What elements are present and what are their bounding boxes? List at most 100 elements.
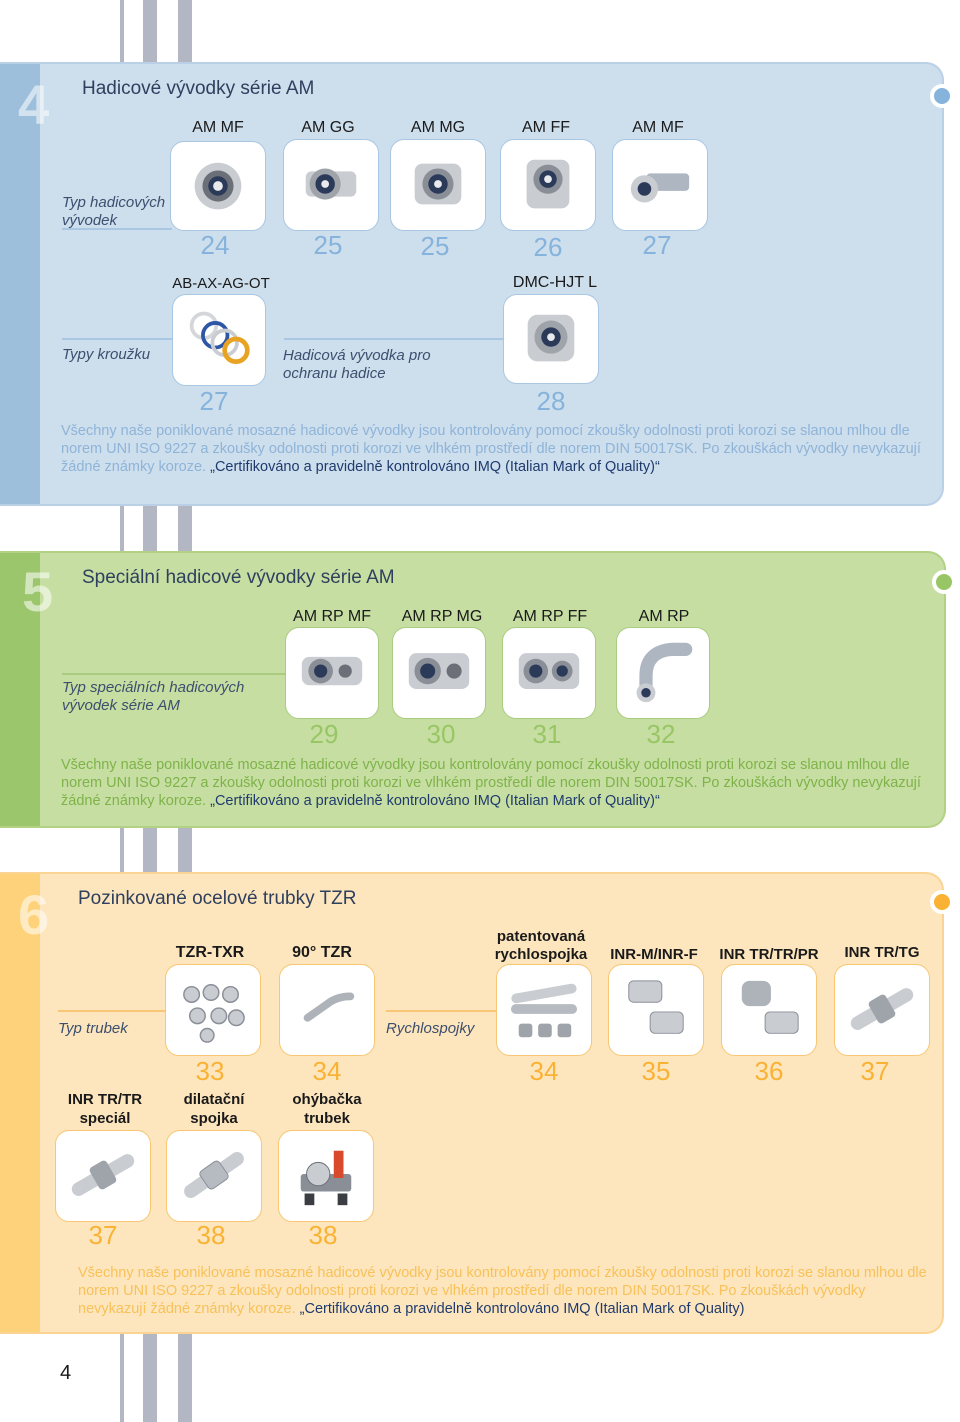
deco-stripe bbox=[178, 506, 192, 551]
product-card-am-mf-hose[interactable] bbox=[612, 139, 708, 231]
section-title: Pozinkované ocelové trubky TZR bbox=[78, 888, 357, 909]
product-card-am-mf[interactable] bbox=[170, 141, 266, 231]
product-name: AM RP FF bbox=[512, 608, 588, 625]
product-card-am-ff[interactable] bbox=[500, 139, 596, 231]
section-4: 4 Hadicové vývodky série AM Typ hadicový… bbox=[0, 62, 954, 506]
product-card-am-rp-mf[interactable] bbox=[285, 627, 379, 719]
quality-note: Všechny naše poniklované mosazné hadicov… bbox=[61, 422, 921, 476]
deco-stripe bbox=[143, 0, 157, 62]
fitting-icon bbox=[527, 314, 575, 362]
product-name: DMC-HJT L bbox=[512, 274, 598, 291]
page-ref: 30 bbox=[426, 719, 456, 749]
product-name: INR-M/INR-F bbox=[610, 946, 698, 963]
product-card-inr-m-f[interactable] bbox=[608, 964, 704, 1056]
section-6: 6 Pozinkované ocelové trubky TZR Typ tru… bbox=[0, 872, 954, 1334]
elbow-fitting-icon bbox=[636, 642, 693, 703]
note-text: Všechny naše poniklované mosazné hadicov… bbox=[61, 423, 921, 475]
product-card-am-mg[interactable] bbox=[390, 139, 486, 231]
section-title: Hadicové vývodky série AM bbox=[82, 78, 315, 99]
product-name: AM GG bbox=[301, 119, 355, 136]
product-card-am-rp[interactable] bbox=[616, 627, 710, 719]
section-5: 5 Speciální hadicové vývodky série AM Ty… bbox=[0, 551, 956, 828]
divider-line bbox=[62, 228, 172, 230]
product-card-expansion-joint[interactable] bbox=[166, 1130, 262, 1222]
deco-stripe bbox=[120, 0, 124, 62]
page-ref: 28 bbox=[536, 386, 566, 416]
product-name: AM MF bbox=[192, 119, 244, 136]
fitting-icon bbox=[518, 653, 580, 689]
page-ref: 26 bbox=[533, 232, 563, 262]
product-name: AB-AX-AG-OT bbox=[172, 275, 270, 292]
product-card-dmc[interactable] bbox=[503, 294, 599, 384]
product-name: TZR-TXR bbox=[175, 944, 245, 961]
pipes-bundle-icon bbox=[183, 983, 245, 1043]
fitting-icon bbox=[408, 653, 470, 689]
page-ref: 32 bbox=[646, 719, 676, 749]
row-label-rings: Typy kroužku bbox=[62, 346, 151, 363]
product-card-tzr-txr[interactable] bbox=[165, 964, 261, 1056]
product-name: patentovaná rychlospojka bbox=[494, 928, 588, 963]
quality-note: Všechny naše poniklované mosazné hadicov… bbox=[78, 1264, 928, 1318]
page-ref: 34 bbox=[529, 1056, 559, 1086]
product-card-90-tzr[interactable] bbox=[279, 964, 375, 1056]
divider-line bbox=[386, 1010, 498, 1012]
expansion-joint-icon bbox=[184, 1152, 244, 1198]
product-card-inr-tr-tg[interactable] bbox=[834, 964, 930, 1056]
product-name: INR TR/TR speciál bbox=[67, 1091, 143, 1127]
page-ref: 35 bbox=[641, 1056, 671, 1086]
divider-line bbox=[284, 338, 504, 340]
product-card-quick-coupling[interactable] bbox=[496, 964, 592, 1056]
straight-fitting-icon bbox=[194, 162, 242, 210]
page-ref: 38 bbox=[196, 1220, 226, 1250]
bent-pipe-icon bbox=[303, 992, 355, 1022]
product-card-am-gg[interactable] bbox=[283, 139, 379, 231]
section-title: Speciální hadicové vývodky série AM bbox=[82, 567, 395, 588]
section-marker-dot bbox=[930, 84, 954, 108]
product-card-pipe-bender[interactable] bbox=[278, 1130, 374, 1222]
note-quote: „Certifikováno a pravidelně kontrolováno… bbox=[299, 1301, 745, 1317]
fitting-icon bbox=[301, 656, 363, 686]
page-ref: 27 bbox=[642, 230, 672, 260]
coupling-icon bbox=[628, 980, 684, 1034]
pipe-joint-icon bbox=[850, 988, 914, 1030]
fitting-icon bbox=[526, 159, 570, 209]
deco-stripe bbox=[143, 1334, 157, 1422]
deco-stripe bbox=[143, 506, 157, 551]
product-name: ohýbačka trubek bbox=[292, 1091, 362, 1127]
page-ref: 25 bbox=[420, 231, 450, 261]
fitting-icon bbox=[414, 163, 462, 205]
row-label-quick: Rychlospojky bbox=[386, 1020, 475, 1037]
deco-stripe bbox=[143, 828, 157, 872]
section-marker-dot bbox=[932, 570, 956, 594]
deco-stripe bbox=[178, 0, 192, 62]
product-card-inr-tr-tr-special[interactable] bbox=[55, 1130, 151, 1222]
section-number: 5 bbox=[22, 560, 53, 623]
product-name: AM FF bbox=[522, 119, 570, 136]
hose-protection-label: Hadicová vývodka pro ochranu hadice bbox=[283, 347, 431, 382]
product-name: AM MG bbox=[410, 119, 466, 136]
row-label-special: Typ speciálních hadicových vývodek série… bbox=[62, 679, 245, 714]
quick-coupling-icon bbox=[510, 983, 578, 1038]
product-name: dilatační spojka bbox=[183, 1091, 245, 1127]
product-card-am-rp-mg[interactable] bbox=[392, 627, 486, 719]
fitting-icon bbox=[305, 168, 357, 200]
page-ref: 34 bbox=[312, 1056, 342, 1086]
note-text: Všechny naše poniklované mosazné hadicov… bbox=[61, 757, 921, 809]
page-ref: 37 bbox=[860, 1056, 890, 1086]
page-ref: 38 bbox=[308, 1220, 338, 1250]
product-name: INR TR/TG bbox=[844, 944, 920, 961]
note-quote: „Certifikováno a pravidelně kontrolováno… bbox=[210, 459, 660, 475]
page-number: 4 bbox=[60, 1362, 72, 1384]
section-marker-dot bbox=[930, 890, 954, 914]
deco-stripe bbox=[178, 1334, 192, 1422]
product-name: AM RP bbox=[638, 608, 690, 625]
deco-stripe bbox=[120, 506, 124, 551]
product-card-am-rp-ff[interactable] bbox=[502, 627, 596, 719]
rings-icon bbox=[189, 311, 250, 365]
page-ref: 25 bbox=[313, 230, 343, 260]
product-card-rings[interactable] bbox=[172, 294, 266, 386]
coupling-icon bbox=[741, 980, 799, 1034]
product-card-inr-tr-tr-pr[interactable] bbox=[721, 964, 817, 1056]
note-text: Všechny naše poniklované mosazné hadicov… bbox=[78, 1265, 927, 1317]
product-name: INR TR/TR/PR bbox=[719, 946, 819, 963]
